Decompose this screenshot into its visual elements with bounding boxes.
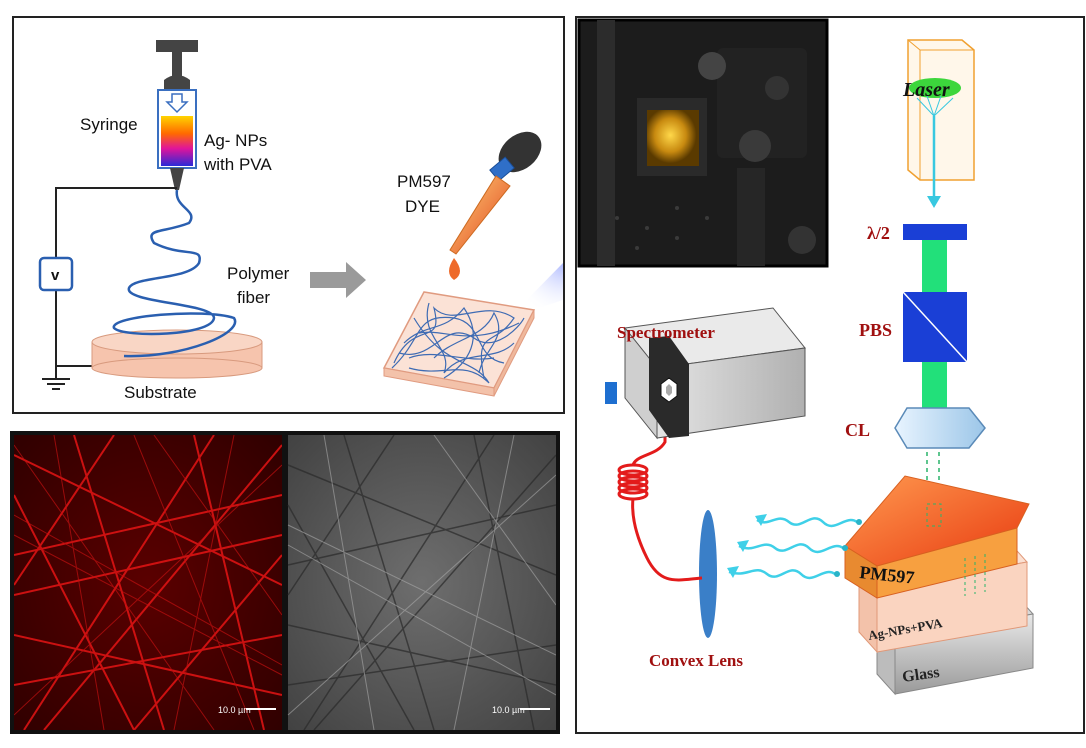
fluorescence-image: 10.0 µm (14, 435, 283, 730)
emission-waves (728, 517, 858, 580)
fiber-label-line1: Polymer (227, 264, 290, 283)
convex-lens-label: Convex Lens (649, 651, 743, 670)
syringe-label: Syringe (80, 115, 138, 134)
microscopy-panel: 10.0 µm 10.0 µm (10, 431, 560, 734)
excitation-stripe (926, 503, 942, 527)
polarizing-beam-splitter (902, 291, 968, 363)
cylindrical-lens (894, 407, 986, 449)
dye-dropper (449, 131, 542, 280)
dye-label-line2: DYE (405, 197, 440, 216)
process-arrow (310, 262, 366, 298)
halfwave-plate (903, 224, 967, 240)
substrate-label: Substrate (124, 383, 197, 402)
scale-bar-left-label: 10.0 µm (218, 705, 251, 715)
spectrometer-label: Spectrometer (617, 323, 715, 342)
voltage-label: v (51, 267, 60, 284)
optical-fiber (617, 416, 703, 582)
electrospinning-diagram: Syringe Ag- NPs with PVA v Polymer fiber… (38, 40, 563, 402)
glass-label: Glass (901, 664, 940, 686)
substrate (91, 329, 263, 379)
syringe (156, 40, 198, 190)
np-label-line2: with PVA (203, 155, 272, 174)
emission-sources (834, 519, 862, 577)
cl-label: CL (845, 420, 870, 440)
pbs-label: PBS (859, 320, 892, 340)
laser-label: Laser (902, 79, 950, 101)
scale-bar-right-label: 10.0 µm (492, 705, 525, 715)
halfwave-label: λ/2 (867, 223, 890, 243)
dye-layer (844, 475, 1030, 599)
spectrometer (605, 307, 806, 440)
polymer-fiber-spiral (112, 189, 237, 358)
laser-head (907, 39, 975, 208)
pump-lines (964, 554, 986, 596)
fiber-label-line2: fiber (237, 288, 270, 307)
emission-arrowheads (727, 514, 767, 578)
convex-lens (699, 510, 717, 638)
optical-setup-diagram: Laser λ/2 PBS CL Glass Ag-NPs+PVA PM597 (577, 18, 1034, 696)
voltage-source (38, 256, 74, 292)
electrospinning-panel: Syringe Ag- NPs with PVA v Polymer fiber… (12, 16, 565, 414)
brightfield-image: 10.0 µm (287, 435, 556, 730)
np-label-line1: Ag- NPs (204, 131, 267, 150)
dye-label-line1: PM597 (397, 172, 451, 191)
optical-setup-panel: Laser λ/2 PBS CL Glass Ag-NPs+PVA PM597 (575, 16, 1085, 734)
microscopy-images: 10.0 µm 10.0 µm (14, 435, 556, 730)
setup-photograph (577, 18, 829, 268)
fiber-mat (382, 263, 563, 397)
